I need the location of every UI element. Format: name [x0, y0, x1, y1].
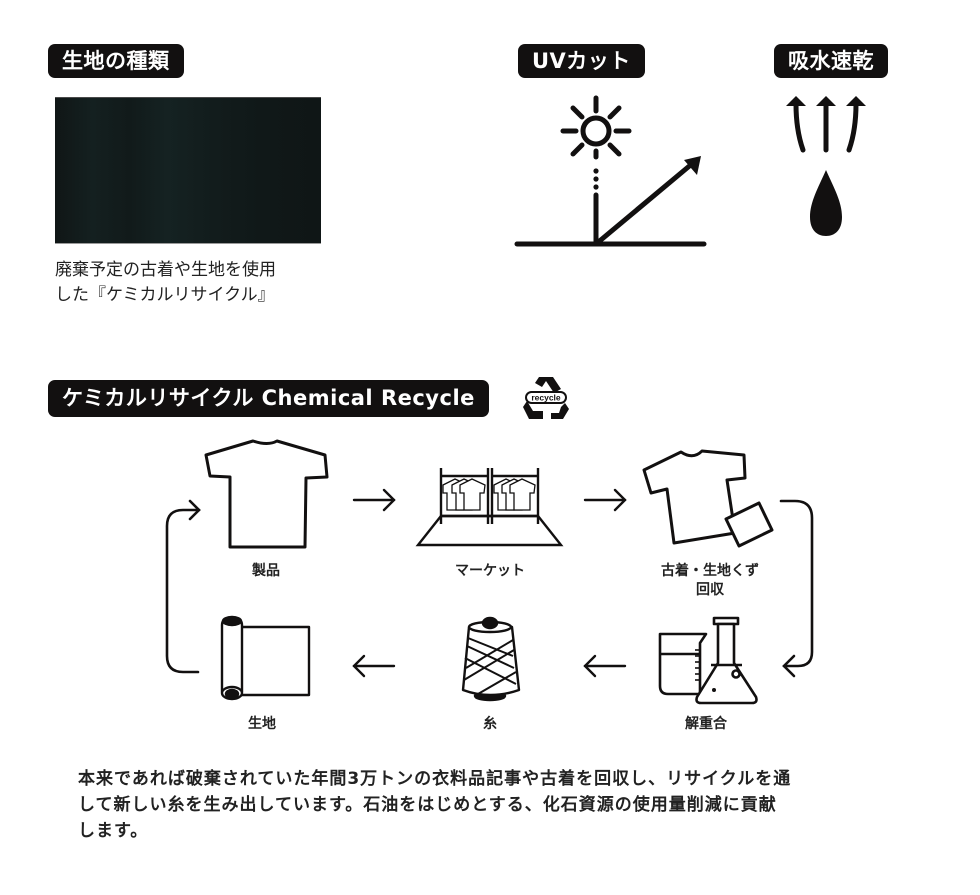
recycle-flow-diagram — [165, 439, 814, 705]
recycle-icon: recycle — [523, 377, 569, 419]
tshirt-icon — [204, 439, 329, 549]
fabric-roll-icon — [220, 615, 311, 701]
fabric-caption: 廃棄予定の古着や生地を使用 した『ケミカルリサイクル』 — [55, 258, 355, 308]
thread-cone-icon — [461, 616, 521, 702]
step-label-depolymerization: 解重合 — [685, 716, 727, 732]
step-label-market: マーケット — [455, 563, 525, 579]
description-text: 本来であれば破棄されていた年間3万トンの衣料品記事や古着を回収し、リサイクルを通… — [78, 766, 928, 844]
description-line3: します。 — [78, 821, 149, 841]
uv-cut-sun-reflect-icon — [514, 95, 707, 247]
lab-flask-icon — [658, 616, 758, 705]
description-line2: して新しい糸を生み出しています。石油をはじめとする、化石資源の使用量削減に貢献 — [78, 795, 777, 815]
recycle-badge-text: recycle — [531, 393, 561, 403]
description-line1: 本来であれば破棄されていた年間3万トンの衣料品記事や古着を回収し、リサイクルを通 — [78, 769, 792, 789]
step-label-collection-line2: 回収 — [696, 582, 724, 598]
step-label-thread: 糸 — [483, 716, 497, 732]
moisture-wicking-drop-icon — [786, 96, 866, 236]
fabric-swatch — [55, 97, 321, 244]
uv-cut-heading: UVカット — [518, 44, 645, 78]
fabric-type-heading: 生地の種類 — [48, 44, 184, 78]
chemical-recycle-heading: ケミカルリサイクル Chemical Recycle — [48, 380, 489, 417]
step-label-product: 製品 — [252, 563, 280, 579]
step-label-collection-line1: 古着・生地くず — [661, 563, 759, 579]
step-label-collection: 古着・生地くず 回収 — [640, 562, 780, 600]
moisture-wicking-heading: 吸水速乾 — [774, 44, 888, 78]
used-clothes-icon — [642, 449, 774, 548]
step-label-fabric: 生地 — [248, 716, 276, 732]
clothing-rack-icon — [415, 468, 564, 547]
fabric-caption-line1: 廃棄予定の古着や生地を使用 — [55, 260, 276, 280]
fabric-caption-line2: した『ケミカルリサイクル』 — [55, 285, 275, 305]
